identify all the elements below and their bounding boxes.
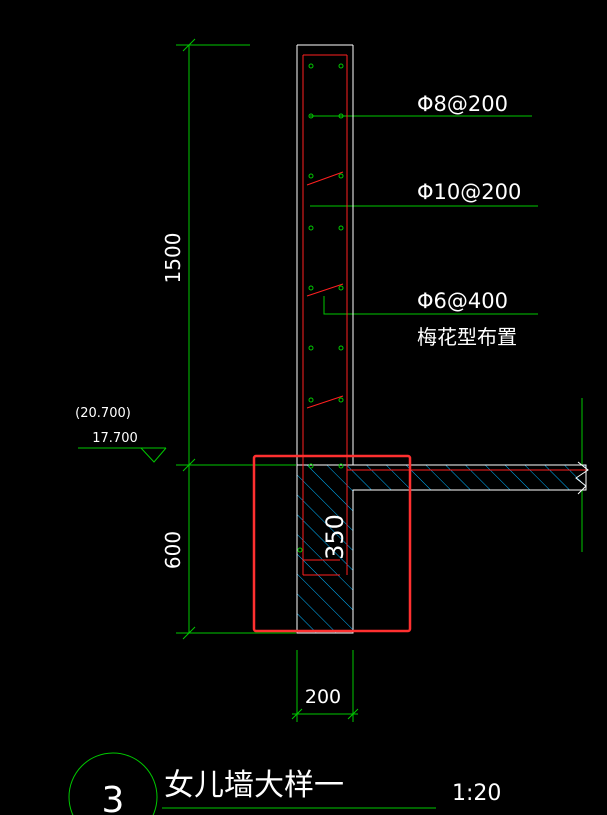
- elevation-value: 17.700: [92, 431, 138, 446]
- dimension-lines: [176, 38, 583, 722]
- rebar-label-vertical: Φ10@200: [417, 180, 521, 204]
- drawing-scale: 1:20: [452, 781, 501, 806]
- rebar-dots: [297, 63, 344, 553]
- rebar-label-horizontal: Φ8@200: [417, 92, 508, 116]
- elevation-marker: [78, 447, 167, 463]
- title-number-circle: [68, 752, 158, 815]
- rebar: [302, 54, 586, 576]
- dim-200: 200: [305, 686, 341, 708]
- drawing-title: 女儿墙大样一: [164, 768, 344, 803]
- leader-lines: [162, 115, 538, 809]
- dim-1500: 1500: [161, 233, 185, 284]
- parapet-wall: [296, 44, 354, 465]
- title-number: 3: [102, 780, 125, 815]
- dim-350: 350: [321, 514, 349, 560]
- highlight-box: [252, 454, 412, 633]
- dim-600: 600: [161, 531, 185, 569]
- elevation-bracket: (20.700): [75, 406, 131, 421]
- concrete-section: [296, 461, 589, 634]
- rebar-label-ties-note: 梅花型布置: [417, 325, 517, 349]
- rebar-label-ties: Φ6@400: [417, 289, 508, 313]
